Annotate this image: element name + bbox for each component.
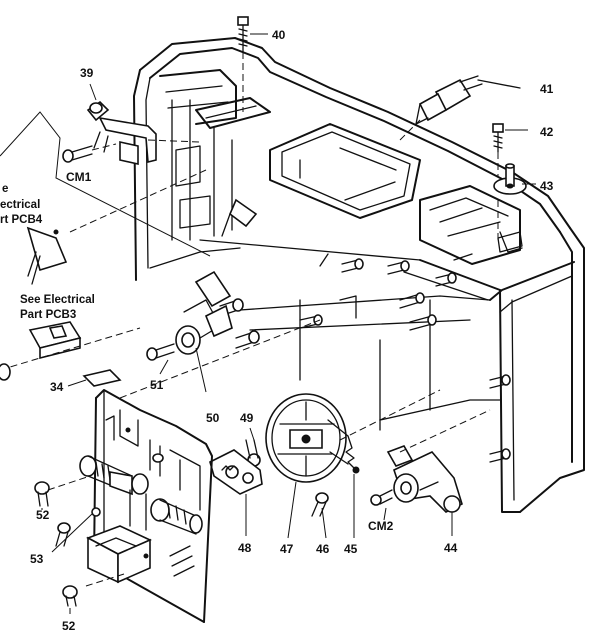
callout-39: 39 xyxy=(80,66,94,80)
part-51-screw xyxy=(146,343,175,375)
callout-50: 50 xyxy=(206,411,220,425)
callout-40: 40 xyxy=(272,28,286,42)
part-45-spring xyxy=(339,389,441,538)
part-42-screw xyxy=(492,123,528,244)
part-46-screw xyxy=(311,492,329,539)
part-53-washer xyxy=(51,507,101,553)
pcb3-note-line1: See Electrical xyxy=(20,294,95,306)
part-48-switch xyxy=(209,449,263,536)
part-41-power-plug xyxy=(399,75,521,141)
part-44-motor xyxy=(386,409,491,536)
part-43-bracket xyxy=(493,163,536,195)
callout-34: 34 xyxy=(50,380,64,394)
callout-44: 44 xyxy=(444,541,458,555)
callout-49: 49 xyxy=(240,411,254,425)
callout-42: 42 xyxy=(540,125,554,139)
callout-51: 51 xyxy=(150,378,164,392)
pcb4-outline xyxy=(0,111,211,285)
pcb3-note-line2: Part PCB3 xyxy=(20,309,76,321)
pcb3-connector xyxy=(0,321,141,381)
pcb4-note-line2: ectrical xyxy=(0,199,40,211)
pcb4-note-line1: e xyxy=(2,183,8,195)
callout-41: 41 xyxy=(540,82,554,96)
part-49-screw xyxy=(245,427,261,467)
callout-52-bottom: 52 xyxy=(62,619,76,633)
inner-posts xyxy=(219,258,511,463)
part-52-screw-top xyxy=(34,475,91,510)
callout-52-top: 52 xyxy=(36,508,50,522)
part-52-screw-bottom xyxy=(62,585,78,614)
callout-43: 43 xyxy=(540,179,554,193)
callout-cm2: CM2 xyxy=(368,519,394,533)
left-mech-parts xyxy=(194,198,258,308)
part-50-pulley xyxy=(119,299,321,399)
cm2-screw xyxy=(370,489,393,521)
callout-48: 48 xyxy=(238,541,252,555)
part-39-bracket xyxy=(86,83,201,165)
callout-47: 47 xyxy=(280,542,294,556)
front-plate-assembly xyxy=(79,389,213,623)
callout-46: 46 xyxy=(316,542,330,556)
cm1-screw xyxy=(62,143,117,163)
callout-45: 45 xyxy=(344,542,358,556)
pcb4-note-line3: rt PCB4 xyxy=(0,214,43,226)
part-47-rotary-disc xyxy=(265,393,349,539)
callout-cm1: CM1 xyxy=(66,170,92,184)
callout-53: 53 xyxy=(30,552,44,566)
part-40-screw xyxy=(237,16,268,112)
part-34-insulator xyxy=(67,369,122,387)
